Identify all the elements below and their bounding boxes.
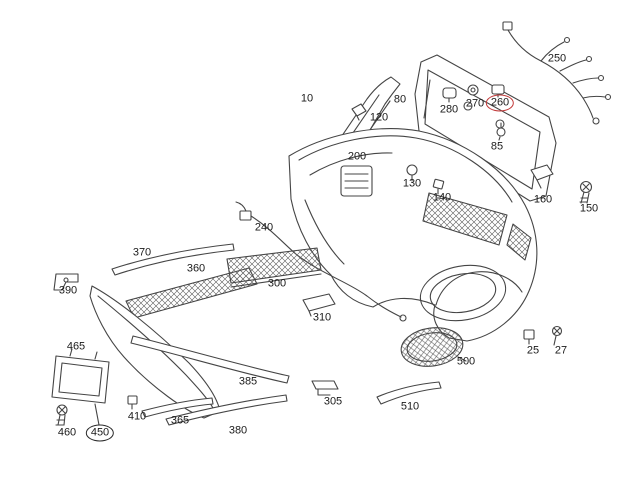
clip-85-icon bbox=[496, 122, 506, 141]
part-label-80: 80 bbox=[393, 93, 407, 106]
control-unit-drawing bbox=[340, 165, 373, 197]
part-label-260: 260 bbox=[485, 94, 515, 112]
screw-27-icon bbox=[551, 325, 563, 346]
part-label-270: 270 bbox=[465, 97, 485, 110]
part-label-360: 360 bbox=[186, 262, 206, 275]
grille-mesh-300-drawing bbox=[226, 247, 322, 288]
wiring-harness-drawing bbox=[502, 21, 612, 125]
trim-strip-365-drawing bbox=[141, 397, 214, 418]
part-label-500: 500 bbox=[456, 355, 476, 368]
trim-strip-385-drawing bbox=[130, 335, 290, 384]
bolt-460-icon bbox=[55, 404, 68, 426]
sensor-280-icon bbox=[442, 87, 457, 103]
bracket-310-icon bbox=[302, 293, 336, 317]
bracket-305-icon bbox=[311, 380, 339, 396]
part-label-200: 200 bbox=[347, 150, 367, 163]
trim-strip-510-drawing bbox=[376, 381, 442, 405]
grommet-130-icon bbox=[406, 164, 418, 182]
part-label-280: 280 bbox=[439, 103, 459, 116]
part-label-150: 150 bbox=[579, 202, 599, 215]
part-label-465: 465 bbox=[66, 340, 86, 353]
license-bracket-465-drawing bbox=[51, 348, 110, 404]
part-label-130: 130 bbox=[402, 177, 422, 190]
part-label-300: 300 bbox=[267, 277, 287, 290]
clip-410-icon bbox=[127, 395, 138, 410]
leader-450 bbox=[94, 403, 100, 426]
part-label-120: 120 bbox=[369, 111, 389, 124]
part-label-305: 305 bbox=[323, 395, 343, 408]
part-label-25: 25 bbox=[526, 344, 540, 357]
part-label-460: 460 bbox=[57, 426, 77, 439]
clip-120-icon bbox=[351, 103, 367, 121]
fog-mesh-500-drawing bbox=[400, 327, 467, 367]
part-label-365: 365 bbox=[170, 414, 190, 427]
part-label-410: 410 bbox=[127, 410, 147, 423]
part-label-370: 370 bbox=[132, 246, 152, 259]
harness-240-drawing bbox=[235, 201, 407, 322]
sensor-270-icon bbox=[467, 84, 479, 96]
screw-150-icon bbox=[579, 180, 593, 204]
part-label-250: 250 bbox=[547, 52, 567, 65]
part-label-27: 27 bbox=[554, 344, 568, 357]
trim-strip-370-drawing bbox=[111, 243, 235, 276]
part-label-85: 85 bbox=[490, 140, 504, 153]
bracket-390-icon bbox=[53, 273, 79, 291]
bracket-160-icon bbox=[530, 164, 554, 189]
clip-140-icon bbox=[432, 178, 445, 195]
corner-shell-drawing bbox=[89, 285, 221, 419]
part-label-310: 310 bbox=[312, 311, 332, 324]
part-label-385: 385 bbox=[238, 375, 258, 388]
part-label-10: 10 bbox=[300, 92, 314, 105]
part-label-140: 140 bbox=[432, 191, 452, 204]
part-label-510: 510 bbox=[400, 400, 420, 413]
trim-strip-380-drawing bbox=[165, 394, 288, 426]
part-label-160: 160 bbox=[533, 193, 553, 206]
part-label-450: 450 bbox=[85, 424, 115, 442]
part-label-390: 390 bbox=[58, 284, 78, 297]
part-label-380: 380 bbox=[228, 424, 248, 437]
part-label-240: 240 bbox=[254, 221, 274, 234]
clip-25-icon bbox=[523, 329, 535, 345]
